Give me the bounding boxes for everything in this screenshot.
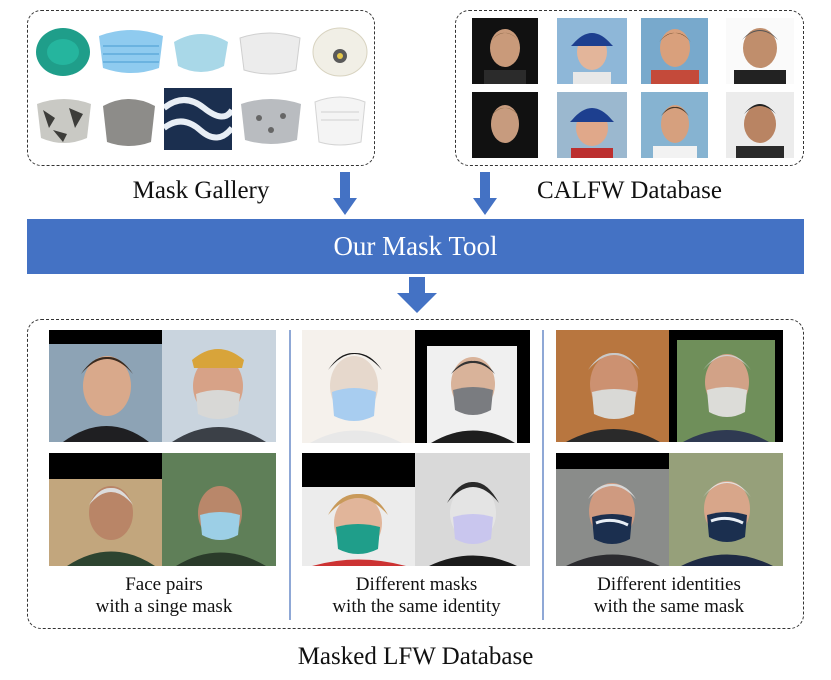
face-image xyxy=(472,18,538,84)
mask-image xyxy=(309,18,371,80)
group-caption: Face pairs with a singe mask xyxy=(39,574,289,618)
face-image xyxy=(162,330,276,442)
caption-line: Face pairs xyxy=(125,574,203,595)
face-image xyxy=(162,453,276,566)
group-divider xyxy=(289,330,291,620)
calfw-label: CALFW Database xyxy=(537,177,722,204)
mask-gallery-panel xyxy=(27,10,375,166)
group-caption: Different identities with the same mask xyxy=(544,574,794,618)
caption-line: Different identities xyxy=(597,574,741,595)
face-image xyxy=(472,92,538,158)
mask-image xyxy=(170,18,232,80)
face-image xyxy=(557,92,627,158)
face-image xyxy=(49,330,162,442)
face-image xyxy=(556,453,669,566)
face-image xyxy=(669,330,783,442)
group-divider xyxy=(542,330,544,620)
face-image xyxy=(557,18,627,84)
mask-tool-bar: Our Mask Tool xyxy=(27,219,804,274)
face-image xyxy=(641,18,708,84)
mask-image xyxy=(237,88,305,150)
mask-image xyxy=(33,88,95,150)
caption-line: with a singe mask xyxy=(95,596,233,617)
caption-line: with the same identity xyxy=(332,596,501,617)
mask-image xyxy=(99,88,159,150)
face-image xyxy=(641,92,708,158)
mask-gallery-label: Mask Gallery xyxy=(132,177,270,204)
face-image xyxy=(726,92,794,158)
down-arrow-icon xyxy=(333,172,357,215)
face-image xyxy=(302,330,415,443)
face-image xyxy=(302,453,415,566)
caption-line: Different masks xyxy=(355,574,478,595)
face-image xyxy=(415,453,530,566)
masked-lfw-label: Masked LFW Database xyxy=(297,643,534,670)
masked-lfw-panel xyxy=(27,319,804,629)
mask-image xyxy=(309,88,371,150)
down-arrow-icon xyxy=(397,277,437,313)
mask-image xyxy=(95,18,167,80)
mask-tool-label: Our Mask Tool xyxy=(333,231,498,261)
mask-image xyxy=(164,88,232,150)
mask-image xyxy=(236,18,304,80)
group-caption: Different masks with the same identity xyxy=(291,574,542,618)
calfw-panel xyxy=(455,10,804,166)
face-image xyxy=(669,453,783,566)
down-arrow-icon xyxy=(473,172,497,215)
mask-image xyxy=(33,18,93,80)
face-image xyxy=(726,18,794,84)
face-image xyxy=(49,453,162,566)
face-image xyxy=(415,330,530,443)
face-image xyxy=(556,330,669,442)
caption-line: with the same mask xyxy=(593,596,745,617)
